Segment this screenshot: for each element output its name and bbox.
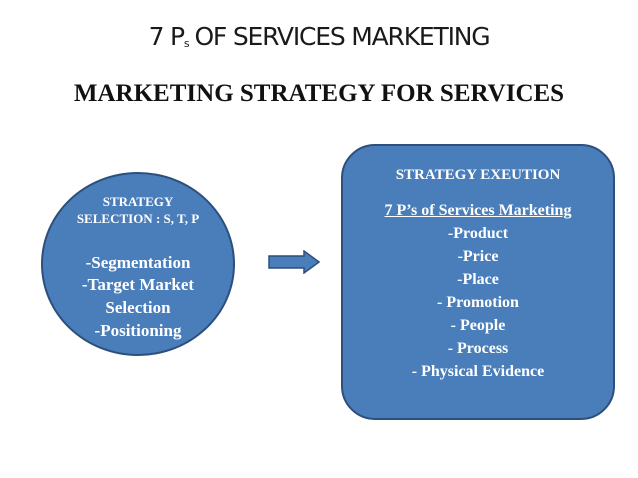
slide-title-subscript: s <box>183 37 190 50</box>
strategy-execution-box: STRATEGY EXEUTION 7 P’s of Services Mark… <box>341 144 615 420</box>
strategy-selection-heading-line1: STRATEGY <box>102 194 174 209</box>
slide-subtitle: MARKETING STRATEGY FOR SERVICES <box>73 80 565 107</box>
strategy-execution-item: - People <box>450 317 506 334</box>
strategy-execution-item: - Promotion <box>437 294 519 311</box>
strategy-execution-item: -Product <box>447 225 509 242</box>
strategy-selection-item: -Positioning <box>94 321 182 340</box>
slide-title: 7 Ps OF SERVICES MARKETING <box>0 22 638 51</box>
strategy-selection-oval: STRATEGY SELECTION : S, T, P -Segmentati… <box>41 172 235 356</box>
strategy-selection-item: -Target Market <box>81 275 195 294</box>
strategy-execution-heading: STRATEGY EXEUTION <box>395 167 561 183</box>
right-arrow-icon <box>268 250 320 274</box>
strategy-execution-item: - Process <box>447 340 509 357</box>
strategy-execution-item: -Price <box>457 248 499 265</box>
strategy-execution-item: -Place <box>457 271 499 288</box>
strategy-execution-subheading: 7 P’s of Services Marketing <box>384 202 572 219</box>
strategy-execution-item: - Physical Evidence <box>411 363 545 380</box>
slide-title-prefix: 7 P <box>148 22 186 51</box>
strategy-selection-heading-line2: SELECTION : S, T, P <box>76 211 200 226</box>
strategy-selection-item: Selection <box>105 298 171 317</box>
strategy-selection-item: -Segmentation <box>85 253 191 272</box>
slide-title-rest: OF SERVICES MARKETING <box>194 22 490 51</box>
